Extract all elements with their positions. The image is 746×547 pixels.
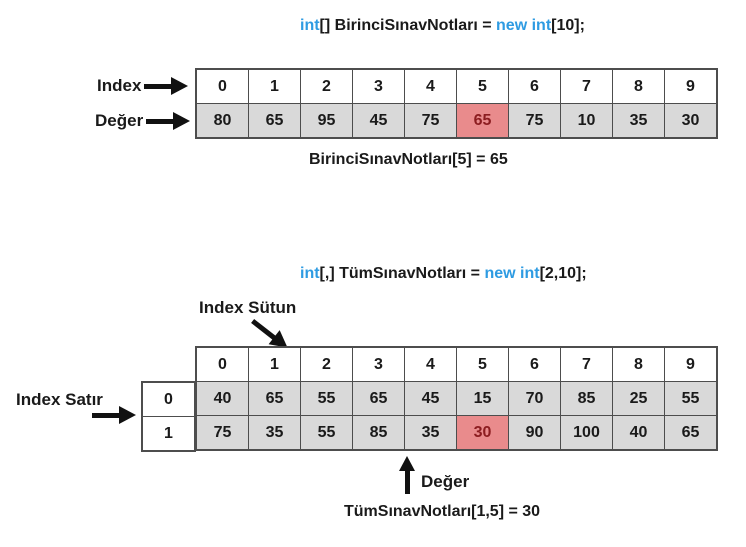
deger-row-label: Değer — [95, 103, 191, 138]
deger-value-label: Değer — [421, 472, 470, 491]
col-index-cell: 2 — [300, 346, 353, 382]
col-index-cell: 3 — [352, 346, 405, 382]
col-index-cell: 4 — [404, 346, 457, 382]
row-index-cell: 0 — [141, 381, 196, 417]
code-segment: [2,10]; — [539, 265, 587, 282]
index-cell: 7 — [560, 68, 613, 104]
code-line-1d: int[] BirinciSınavNotları = new int[10]; — [300, 17, 585, 35]
value-cell: 35 — [612, 103, 665, 139]
value-cell: 15 — [456, 381, 509, 416]
caption-1d: BirinciSınavNotları[5] = 65 — [309, 151, 508, 168]
value-cell: 40 — [195, 381, 249, 416]
deger-row-label-text: Değer — [95, 110, 144, 130]
col-index-cell: 6 — [508, 346, 561, 382]
index-cell: 3 — [352, 68, 405, 104]
value-cell: 10 — [560, 103, 613, 139]
value-cell: 55 — [300, 415, 353, 451]
code-segment: new int — [496, 17, 552, 34]
index-cell: 4 — [404, 68, 457, 104]
value-cell: 30 — [456, 415, 509, 451]
up-arrow-icon — [398, 456, 416, 494]
col-index-cell: 7 — [560, 346, 613, 382]
index-satir-label: Index Satır — [16, 390, 103, 409]
value-cell: 100 — [560, 415, 613, 451]
index-cell: 2 — [300, 68, 353, 104]
value-cell: 65 — [248, 103, 301, 139]
value-cell: 75 — [508, 103, 561, 139]
code-segment: int — [300, 17, 320, 34]
value-cell: 75 — [404, 103, 457, 139]
index-row-label-text: Index — [97, 75, 142, 95]
value-cell: 95 — [300, 103, 353, 139]
right-arrow-icon — [146, 111, 191, 130]
diagonal-arrow-icon — [247, 313, 293, 354]
code-segment: [,] TümSınavNotları = — [319, 265, 485, 282]
right-arrow-icon — [92, 406, 136, 424]
right-arrow-icon — [144, 76, 189, 95]
index-sutun-label: Index Sütun — [199, 298, 297, 317]
index-cell: 1 — [248, 68, 301, 104]
value-cell: 65 — [664, 415, 718, 451]
value-cell: 35 — [248, 415, 301, 451]
value-cell: 75 — [195, 415, 249, 451]
value-cell: 55 — [664, 381, 718, 416]
code-segment: new int — [484, 265, 540, 282]
value-cell: 35 — [404, 415, 457, 451]
col-index-cell: 0 — [195, 346, 249, 382]
index-cell: 0 — [195, 68, 249, 104]
value-cell: 25 — [612, 381, 665, 416]
col-index-cell: 5 — [456, 346, 509, 382]
code-segment: [10]; — [551, 17, 585, 34]
value-cell: 65 — [352, 381, 405, 416]
code-segment: [] BirinciSınavNotları = — [319, 17, 497, 34]
index-row-label: Index — [97, 68, 189, 103]
col-index-cell: 1 — [248, 346, 301, 382]
caption-2d: TümSınavNotları[1,5] = 30 — [344, 503, 541, 520]
index-cell: 8 — [612, 68, 665, 104]
value-cell: 30 — [664, 103, 718, 139]
value-cell: 40 — [612, 415, 665, 451]
value-cell: 80 — [195, 103, 249, 139]
code-line-2d: int[,] TümSınavNotları = new int[2,10]; — [300, 265, 587, 283]
col-index-cell: 9 — [664, 346, 718, 382]
col-index-cell: 8 — [612, 346, 665, 382]
row-index-cell: 1 — [141, 416, 196, 452]
value-cell: 90 — [508, 415, 561, 451]
index-cell: 9 — [664, 68, 718, 104]
code-segment: int — [300, 265, 320, 282]
value-cell: 85 — [352, 415, 405, 451]
value-cell: 85 — [560, 381, 613, 416]
value-cell: 45 — [352, 103, 405, 139]
value-cell: 65 — [248, 381, 301, 416]
value-cell: 70 — [508, 381, 561, 416]
index-cell: 6 — [508, 68, 561, 104]
value-cell: 45 — [404, 381, 457, 416]
index-cell: 5 — [456, 68, 509, 104]
value-cell: 65 — [456, 103, 509, 139]
value-cell: 55 — [300, 381, 353, 416]
